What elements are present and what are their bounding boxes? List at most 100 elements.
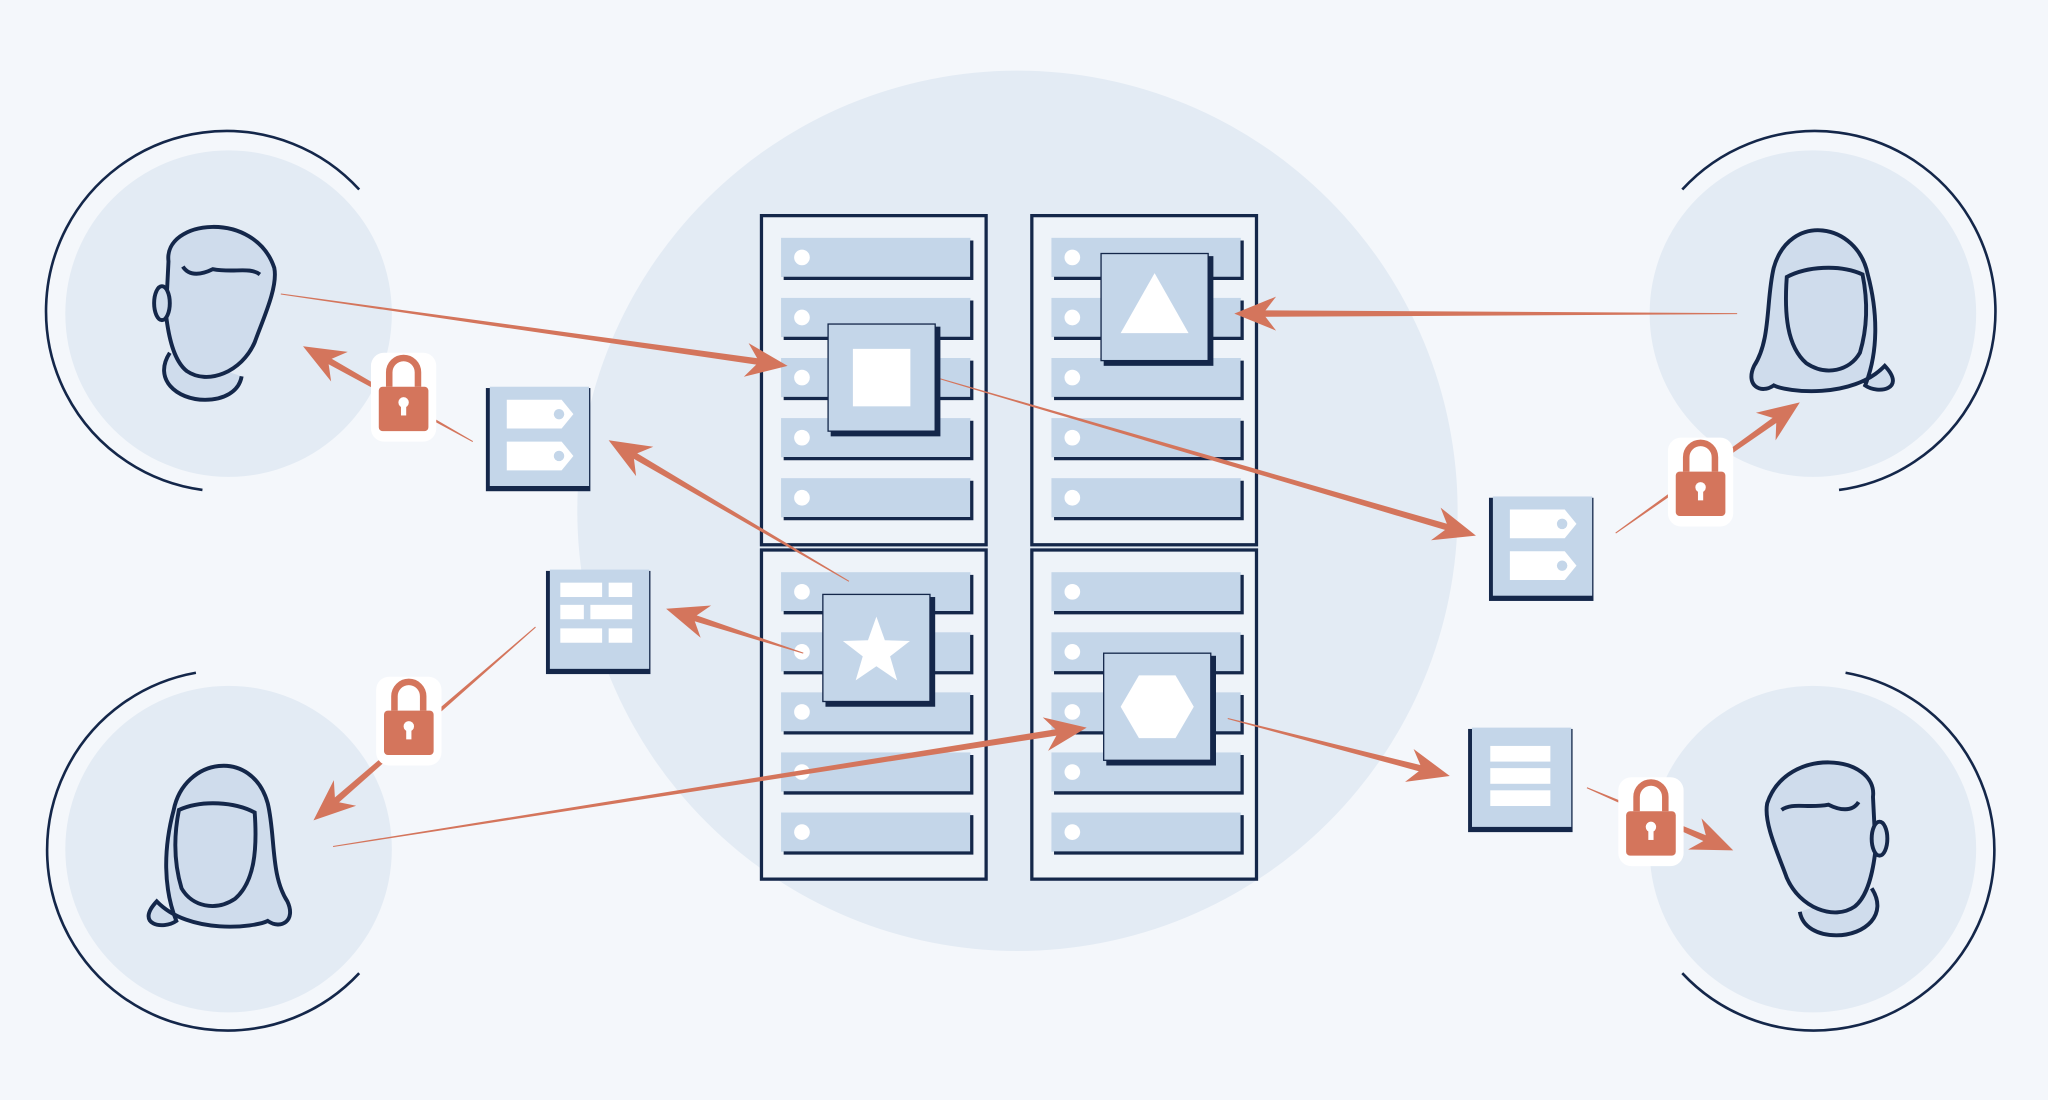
arrow-shaft [629,450,850,582]
rack-slot-shadow [783,420,974,461]
tag [506,399,574,429]
arrowhead [608,440,654,477]
rack-slot-led [1064,369,1081,386]
rack-slot-shadow [783,694,974,735]
head [163,225,277,379]
arrow-shaft [1260,310,1738,317]
rack-slot [781,478,971,518]
arrow-shaft [940,378,1452,532]
flow-arrow [608,440,850,582]
rack-slot-led [1064,644,1081,660]
user-avatar [45,671,392,1032]
ear [1869,819,1890,858]
flow-arrow [1227,717,1450,782]
arrow-shaft [332,728,1062,848]
lock-shackle [1633,779,1669,812]
keyhole-slot [1648,826,1654,840]
rack-slot-led [794,824,810,840]
tag-hole [553,408,565,420]
square-icon [852,348,911,407]
rack-slot [781,812,971,852]
rack-slot-led [794,369,810,386]
head [1764,760,1878,915]
grid-cell [560,582,603,598]
lock-shackle [385,354,422,387]
rack-slot-led [794,704,810,720]
list-document-icon [1468,727,1573,833]
grid-cell [590,604,633,620]
rack-slot-shadow [783,815,974,855]
tag-hole [1556,560,1568,571]
rack-slot [1051,478,1241,518]
lock-icon [370,352,437,442]
data-block [1103,652,1216,766]
arrowhead [743,343,788,377]
keyhole-slot [400,402,407,416]
user-avatar [44,129,392,492]
lock-icon [1667,437,1734,527]
lock-icon [376,676,442,766]
tag [1509,551,1577,581]
tag [506,441,574,471]
female-user-icon [1749,228,1895,394]
flow-arrow [280,293,788,377]
arrow-shaft [280,293,763,366]
list-line [1490,745,1551,762]
documents-layer [485,386,1594,833]
rack-slot-led [1064,704,1081,720]
arrow-shaft [1227,717,1426,773]
rack-slot-led [1064,764,1081,780]
rack-slot-led [1064,824,1081,840]
list-line [1490,790,1551,806]
rack-slot-shadow [1054,815,1244,855]
users-layer [44,129,1997,1032]
face [173,801,258,908]
ear [152,284,172,323]
grid-cell [608,628,633,643]
user-avatar [1649,129,1997,492]
flow-arrow [332,717,1087,848]
grid-cell [608,582,633,598]
arrowhead [1431,507,1476,541]
lock-shackle [391,678,427,711]
user-ring [1681,129,1997,492]
rack-slot-led [1064,309,1081,326]
arrow-shaft [689,613,804,654]
rack-slot-shadow [783,755,974,795]
user-ring [45,671,361,1032]
tags-document-icon [485,386,591,492]
data-block [827,323,941,437]
tag-hole [553,450,565,462]
rack-slot [781,237,971,278]
lock-shackle [1682,439,1719,472]
tag [1509,509,1577,539]
rack-slot-led [794,644,810,660]
keyhole-slot [1697,487,1704,501]
rack-slot-led [794,583,810,600]
arrowhead [303,346,348,382]
rack-slot-led [794,429,810,446]
grid-cell [560,628,603,643]
tag-hole [1556,518,1568,530]
triangle-icon [1120,273,1189,334]
user-avatar [1649,671,1996,1032]
rack-slot-shadow [783,480,974,521]
rack-slot-shadow [1054,574,1244,615]
flow-arrow [1234,296,1738,331]
grid-document-icon [545,569,651,675]
rack-slot-led [1064,429,1081,446]
rack-slot-shadow [1054,480,1244,521]
rack-slot-led [1064,489,1081,506]
female-user-icon [146,763,292,929]
male-user-icon [152,225,277,402]
rack-slot [1051,812,1241,852]
data-block [822,593,936,707]
arrowhead [1688,818,1734,851]
rack-slot-shadow [1054,360,1244,401]
locks-layer [370,352,1734,867]
data-block [1100,252,1214,366]
rack-slot [1051,572,1241,612]
arrowhead [1234,296,1277,331]
data-blocks [822,252,1216,766]
face [1783,265,1869,373]
